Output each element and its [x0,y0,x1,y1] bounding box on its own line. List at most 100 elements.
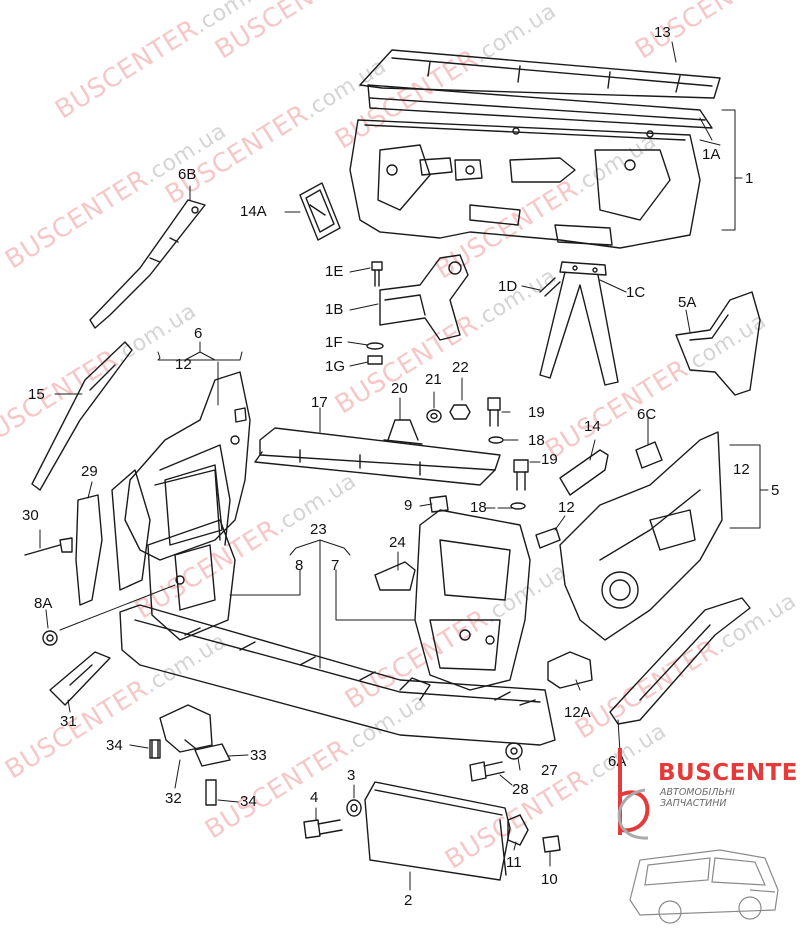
part-33-plate [194,743,231,767]
callout-34a: 34 [106,737,123,754]
part-24-bracket [374,561,416,591]
part-1F-washer [366,342,384,350]
callout-7: 7 [331,557,340,574]
part-1G-nut [367,355,383,365]
part-29-bracket [75,494,103,606]
callout-14A: 14A [240,203,267,220]
part-1D-clip [539,277,561,297]
callout-5A: 5A [678,294,697,311]
logo-subtitle: АВТОМОБІЛЬНІ ЗАПЧАСТИНИ [660,787,735,809]
callout-31: 31 [60,713,77,730]
callout-32: 32 [165,790,182,807]
callout-34b: 34 [240,793,257,810]
part-1B-bracket [379,254,469,341]
callout-18b: 18 [470,499,487,516]
callout-11: 11 [506,854,522,871]
leader-lines [39,41,769,891]
callout-12A: 12A [564,704,591,721]
part-12-mid-bracket [535,527,561,549]
part-6B-rail [89,199,206,329]
van-icon [629,849,779,924]
part-22-nut [449,404,471,420]
callout-19b: 19 [541,451,558,468]
part-5-right-side [559,431,723,641]
callout-29: 29 [81,463,98,480]
part-11-clip [507,814,529,846]
callout-27: 27 [541,762,558,779]
callout-6B: 6B [178,166,197,183]
callout-33: 33 [250,747,267,764]
callout-1E: 1E [325,263,344,280]
part-34-bolt-upper [149,739,161,759]
callout-1G: 1G [325,358,346,375]
callout-15: 15 [28,386,45,403]
part-13-cowl-strip [359,49,721,99]
callout-20: 20 [391,380,408,397]
part-12A-bracket [547,651,593,689]
callout-1D: 1D [498,278,518,295]
part-23-carrier [119,604,556,746]
callout-6: 6 [194,325,203,342]
callout-1: 1 [745,170,754,187]
callout-22: 22 [452,359,469,376]
part-20-handle [383,419,423,445]
part-27-washer [505,742,523,760]
callout-8A: 8A [34,595,53,612]
part-34-bolt-lower [205,779,217,806]
part-28-bolt [469,761,505,782]
callout-6C: 6C [637,406,657,423]
part-30-rivet [24,537,73,556]
callout-19a: 19 [528,404,545,421]
logo-c-mark [617,788,649,840]
part-32-bracket [159,704,213,753]
part-1E-bolt [371,261,383,287]
part-9-clip [429,495,449,513]
callout-17: 17 [311,394,328,411]
part-4-bolt [303,819,343,839]
part-6C-clip [635,441,663,469]
part-18-washer-upper [488,436,504,444]
callout-18a: 18 [528,432,545,449]
part-6-left-side [111,371,251,591]
part-31-plate [49,651,111,706]
callout-30: 30 [22,507,39,524]
part-3-washer [346,799,362,817]
callout-1A: 1A [702,146,721,163]
callout-9: 9 [404,497,413,514]
part-8-left-frame [147,464,236,641]
logo-title: BUSCENTER [658,760,800,786]
part-18-washer-lower [510,502,526,510]
callout-1F: 1F [325,334,343,351]
part-7-right-frame [414,509,531,691]
callout-1C: 1C [626,284,646,301]
part-19-bolt-upper [487,397,501,427]
callout-21: 21 [425,371,442,388]
buscenter-logo [617,748,779,924]
part-14-bracket [559,449,609,496]
callout-4: 4 [310,789,319,806]
part-17-crossbeam [254,427,501,486]
part-15-strut [31,341,133,491]
part-14A-grommet [299,182,341,241]
callout-12-left: 12 [175,356,192,373]
part-6A-rail [609,597,751,725]
part-1C-brace [539,261,619,386]
part-10-nut [542,835,561,853]
callout-2: 2 [404,892,413,909]
part-5A-panel [675,291,761,396]
callout-12-mid: 12 [558,499,575,516]
part-21-washer [426,409,442,423]
callout-24: 24 [389,534,406,551]
part-1-bulkhead [349,84,713,249]
callout-23: 23 [310,521,327,538]
callout-10: 10 [541,871,558,888]
callout-12-right: 12 [733,461,750,478]
callout-3: 3 [347,767,356,784]
callout-1B: 1B [325,301,344,318]
part-19-bolt-lower [513,459,529,491]
part-2-cover [364,781,511,881]
callout-5: 5 [771,482,780,499]
callout-8: 8 [295,557,304,574]
part-8A-plug [42,630,58,646]
